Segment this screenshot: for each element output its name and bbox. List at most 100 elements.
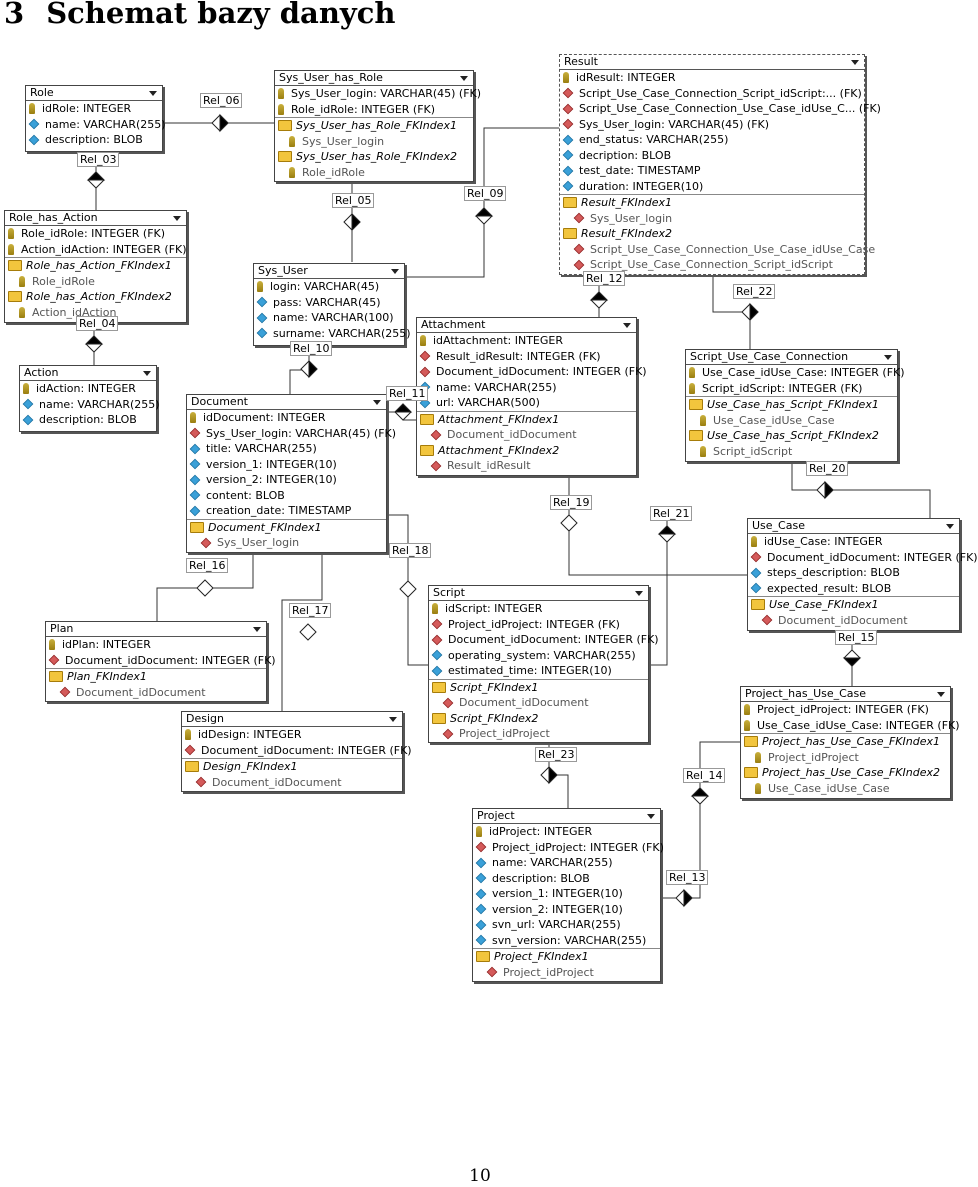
column-row[interactable]: description: BLOB [20, 412, 156, 428]
relation-label-rel06[interactable]: Rel_06 [200, 93, 243, 108]
column-row[interactable]: Document_idDocument: INTEGER (FK) [429, 632, 659, 648]
column-row[interactable]: idDocument: INTEGER [187, 410, 386, 426]
index-column-row[interactable]: Role_idRole [275, 165, 473, 181]
column-row[interactable]: name: VARCHAR(100) [254, 310, 404, 326]
index-column-row[interactable]: Sys_User_login [187, 535, 386, 551]
index-row[interactable]: Design_FKIndex1 [182, 759, 402, 775]
column-row[interactable]: Document_idDocument: INTEGER (FK) [748, 550, 978, 566]
column-row[interactable]: idScript: INTEGER [429, 601, 648, 617]
column-row[interactable]: Project_idProject: INTEGER (FK) [429, 617, 648, 633]
column-row[interactable]: operating_system: VARCHAR(255) [429, 648, 648, 664]
relation-label-rel18[interactable]: Rel_18 [389, 543, 432, 558]
column-row[interactable]: Document_idDocument: INTEGER (FK) [182, 743, 412, 759]
column-row[interactable]: Script_idScript: INTEGER (FK) [686, 381, 897, 397]
column-row[interactable]: idDesign: INTEGER [182, 727, 402, 743]
index-row[interactable]: Document_FKIndex1 [187, 520, 386, 536]
relation-label-rel11[interactable]: Rel_11 [386, 386, 429, 401]
column-row[interactable]: Sys_User_login: VARCHAR(45) (FK) [187, 426, 396, 442]
relation-label-rel20[interactable]: Rel_20 [806, 461, 849, 476]
index-row[interactable]: Project_has_Use_Case_FKIndex2 [741, 765, 950, 781]
column-row[interactable]: estimated_time: INTEGER(10) [429, 663, 648, 679]
column-row[interactable]: version_2: INTEGER(10) [187, 472, 386, 488]
column-row[interactable]: idUse_Case: INTEGER [748, 534, 959, 550]
column-row[interactable]: Role_idRole: INTEGER (FK) [275, 102, 473, 118]
column-row[interactable]: svn_url: VARCHAR(255) [473, 917, 660, 933]
column-row[interactable]: description: BLOB [26, 132, 162, 148]
column-row[interactable]: surname: VARCHAR(255) [254, 326, 411, 342]
index-column-row[interactable]: Sys_User_login [560, 211, 864, 227]
index-column-row[interactable]: Action_idAction [5, 305, 186, 321]
index-column-row[interactable]: Project_idProject [429, 726, 648, 742]
index-row[interactable]: Project_has_Use_Case_FKIndex1 [741, 734, 950, 750]
index-column-row[interactable]: Script_Use_Case_Connection_Use_Case_idUs… [560, 242, 875, 258]
column-row[interactable]: test_date: TIMESTAMP [560, 163, 864, 179]
column-row[interactable]: duration: INTEGER(10) [560, 179, 864, 195]
column-row[interactable]: Role_idRole: INTEGER (FK) [5, 226, 186, 242]
relation-label-rel03[interactable]: Rel_03 [77, 152, 120, 167]
relation-label-rel15[interactable]: Rel_15 [835, 630, 878, 645]
column-row[interactable]: idProject: INTEGER [473, 824, 660, 840]
relation-label-rel05[interactable]: Rel_05 [332, 193, 375, 208]
index-row[interactable]: Result_FKIndex2 [560, 226, 864, 242]
index-column-row[interactable]: Role_idRole [5, 274, 186, 290]
column-row[interactable]: decription: BLOB [560, 148, 864, 164]
column-row[interactable]: name: VARCHAR(255) [417, 380, 636, 396]
relation-label-rel14[interactable]: Rel_14 [683, 768, 726, 783]
column-row[interactable]: content: BLOB [187, 488, 386, 504]
relation-label-rel23[interactable]: Rel_23 [535, 747, 578, 762]
column-row[interactable]: url: VARCHAR(500) [417, 395, 636, 411]
column-row[interactable]: Use_Case_idUse_Case: INTEGER (FK) [686, 365, 905, 381]
relation-label-rel10[interactable]: Rel_10 [290, 341, 333, 356]
index-row[interactable]: Result_FKIndex1 [560, 195, 864, 211]
index-column-row[interactable]: Script_Use_Case_Connection_Script_idScri… [560, 257, 864, 273]
column-row[interactable]: Project_idProject: INTEGER (FK) [473, 840, 664, 856]
column-row[interactable]: Document_idDocument: INTEGER (FK) [417, 364, 647, 380]
column-row[interactable]: Action_idAction: INTEGER (FK) [5, 242, 187, 258]
column-row[interactable]: login: VARCHAR(45) [254, 279, 404, 295]
index-row[interactable]: Project_FKIndex1 [473, 949, 660, 965]
relation-label-rel16[interactable]: Rel_16 [186, 558, 229, 573]
column-row[interactable]: idAction: INTEGER [20, 381, 156, 397]
column-row[interactable]: idPlan: INTEGER [46, 637, 266, 653]
column-row[interactable]: Sys_User_login: VARCHAR(45) (FK) [560, 117, 864, 133]
column-row[interactable]: description: BLOB [473, 871, 660, 887]
column-row[interactable]: end_status: VARCHAR(255) [560, 132, 864, 148]
index-column-row[interactable]: Document_idDocument [182, 775, 402, 791]
index-row[interactable]: Sys_User_has_Role_FKIndex1 [275, 118, 473, 134]
column-row[interactable]: Sys_User_login: VARCHAR(45) (FK) [275, 86, 481, 102]
relation-label-rel04[interactable]: Rel_04 [76, 316, 119, 331]
index-row[interactable]: Script_FKIndex2 [429, 711, 648, 727]
column-row[interactable]: Script_Use_Case_Connection_Script_idScri… [560, 86, 864, 102]
column-row[interactable]: name: VARCHAR(255) [20, 397, 160, 413]
index-column-row[interactable]: Project_idProject [741, 750, 950, 766]
relation-label-rel12[interactable]: Rel_12 [583, 271, 626, 286]
column-row[interactable]: Project_idProject: INTEGER (FK) [741, 702, 950, 718]
relation-label-rel13[interactable]: Rel_13 [666, 870, 709, 885]
column-row[interactable]: idRole: INTEGER [26, 101, 162, 117]
column-row[interactable]: idResult: INTEGER [560, 70, 864, 86]
index-column-row[interactable]: Document_idDocument [46, 685, 266, 701]
column-row[interactable]: name: VARCHAR(255) [473, 855, 660, 871]
index-column-row[interactable]: Document_idDocument [417, 427, 636, 443]
relation-label-rel19[interactable]: Rel_19 [550, 495, 593, 510]
column-row[interactable]: version_1: INTEGER(10) [187, 457, 386, 473]
index-column-row[interactable]: Project_idProject [473, 965, 660, 981]
column-row[interactable]: title: VARCHAR(255) [187, 441, 386, 457]
column-row[interactable]: version_2: INTEGER(10) [473, 902, 660, 918]
column-row[interactable]: Result_idResult: INTEGER (FK) [417, 349, 636, 365]
index-row[interactable]: Role_has_Action_FKIndex2 [5, 289, 186, 305]
column-row[interactable]: svn_version: VARCHAR(255) [473, 933, 660, 949]
index-column-row[interactable]: Document_idDocument [748, 613, 959, 629]
column-row[interactable]: steps_description: BLOB [748, 565, 959, 581]
